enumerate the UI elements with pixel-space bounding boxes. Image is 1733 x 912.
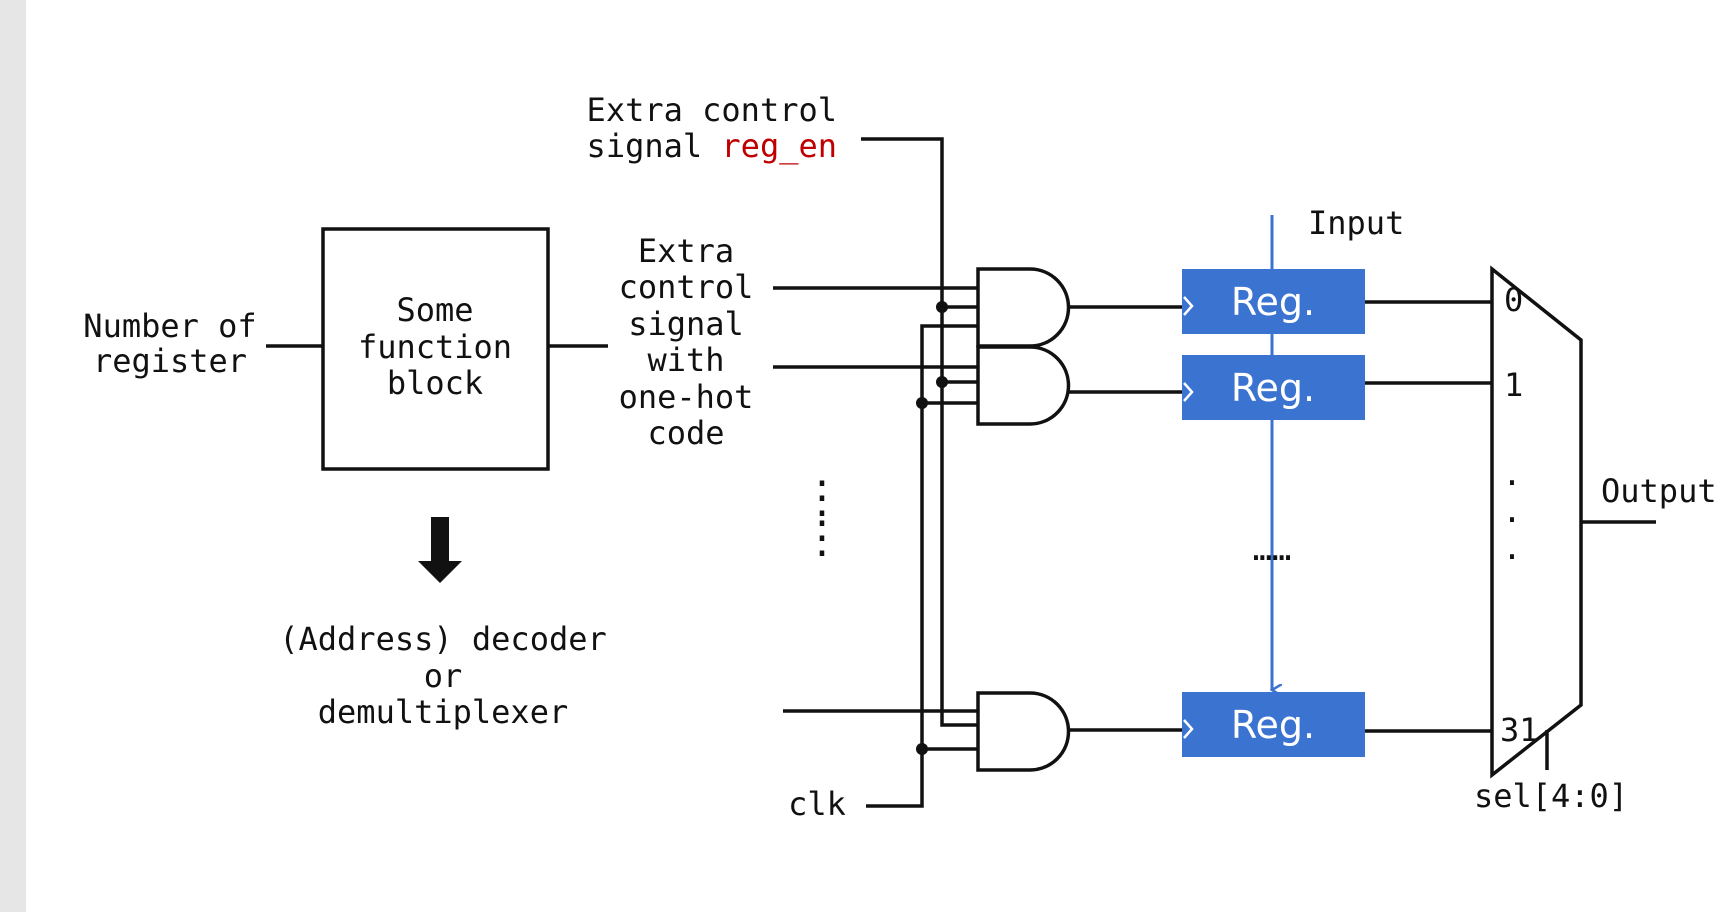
function-block-label-line1: Some	[396, 291, 473, 329]
reg-en-label-line2: signal reg_en	[587, 127, 837, 165]
one-hot-label-line4: with	[647, 341, 724, 379]
mux-dot: .	[1502, 492, 1521, 530]
clk-label: clk	[788, 785, 846, 823]
reg-en-wire	[861, 137, 978, 727]
clk-wire	[866, 324, 978, 808]
output-label: Output	[1601, 472, 1717, 510]
reg-en-prefix: signal	[587, 127, 722, 165]
one-hot-label-line6: code	[647, 414, 724, 452]
left-margin-strip	[0, 0, 26, 912]
clock-edge-icon	[1183, 719, 1194, 739]
one-hot-label-line1: Extra	[638, 232, 734, 270]
clock-edge-icon	[1183, 382, 1194, 402]
decoder-label-line2: or	[424, 657, 463, 695]
one-hot-label-line5: one-hot	[619, 378, 754, 416]
mux-dot: .	[1502, 455, 1521, 493]
input-label: Input	[1308, 204, 1404, 242]
mux-input-31-label: 31	[1500, 711, 1539, 749]
and-gate-0	[976, 267, 1071, 348]
number-of-register-label-line2: register	[93, 342, 247, 380]
and-gate-31	[976, 691, 1071, 772]
function-block-label-line3: block	[387, 364, 483, 402]
register-1: Reg.	[1182, 355, 1365, 420]
and-gate-1	[976, 345, 1071, 426]
function-block	[321, 227, 550, 471]
junction-dot	[936, 376, 948, 388]
mux-input-0-label: 0	[1504, 281, 1523, 319]
one-hot-label-line2: control	[619, 268, 754, 306]
register-label: Reg.	[1231, 703, 1315, 747]
one-hot-label-line3: signal	[628, 305, 744, 343]
function-block-label-line2: function	[358, 328, 512, 366]
reg-en-label-line1: Extra control	[587, 91, 837, 129]
junction-dot	[916, 397, 928, 409]
register-label: Reg.	[1231, 366, 1315, 410]
horizontal-ellipsis: ……	[1253, 530, 1292, 568]
number-of-register-label-line1: Number of	[83, 307, 256, 345]
vertical-ellipsis-lower: ⋮	[800, 472, 844, 523]
multiplexer	[1490, 265, 1583, 779]
decoder-label-line1: (Address) decoder	[279, 620, 607, 658]
vertical-ellipsis-upper: ⋮	[800, 512, 844, 563]
register-label: Reg.	[1231, 280, 1315, 324]
junction-dot	[916, 743, 928, 755]
down-arrow-icon	[418, 517, 462, 583]
select-label: sel[4:0]	[1474, 777, 1628, 815]
clock-edge-icon	[1183, 296, 1194, 316]
register-0: Reg.	[1182, 269, 1365, 334]
mux-dot: .	[1502, 529, 1521, 567]
decoder-label-line3: demultiplexer	[318, 693, 568, 731]
reg-en-signal-name: reg_en	[721, 127, 837, 165]
mux-input-1-label: 1	[1504, 366, 1523, 404]
junction-dot	[936, 301, 948, 313]
register-31: Reg.	[1182, 692, 1365, 757]
